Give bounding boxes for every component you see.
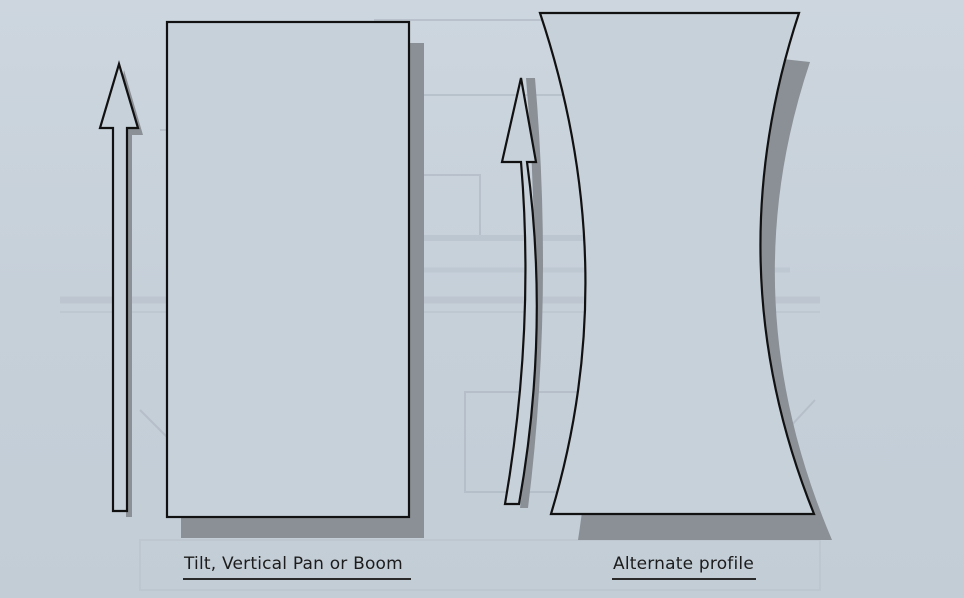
caption-tilt-vertical-pan-boom: Tilt, Vertical Pan or Boom [184, 554, 403, 574]
caption-underline-left [183, 578, 411, 580]
curved-arrow-shape [500, 77, 538, 506]
tilt-arrow-shape [98, 60, 140, 513]
tilt-arrow-shadow [115, 70, 143, 517]
frame-rectangle [165, 20, 424, 538]
tilt-arrow [98, 60, 143, 517]
caption-underline-right [612, 578, 756, 580]
alternate-profile-shape [538, 11, 832, 540]
frame-rectangle-shape [165, 20, 411, 519]
alternate-profile-outline [538, 11, 816, 516]
curved-arrow [500, 77, 544, 508]
curved-arrow-shadow [520, 78, 544, 508]
caption-alternate-profile: Alternate profile [613, 554, 754, 574]
